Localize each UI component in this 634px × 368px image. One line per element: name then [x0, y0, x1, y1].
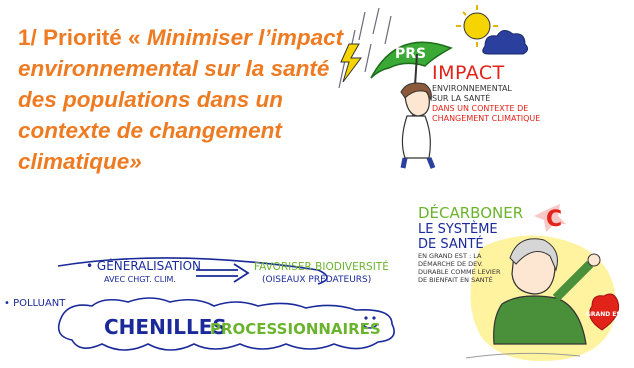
decarboner-title: DÉCARBONER	[418, 204, 524, 222]
generalisation-sub: AVEC CHGT. CLIM.	[104, 275, 176, 284]
decarboner-line-3: DE SANTÉ	[418, 237, 484, 252]
cloud-icon	[482, 30, 529, 55]
impact-line-3: DANS UN CONTEXTE DE CHANGEMENT CLIMATIQU…	[432, 104, 541, 123]
processionnaires-label: PROCESSIONNAIRES	[210, 320, 381, 338]
title-prefix: 1/ Priorité «	[18, 25, 147, 50]
umbrella-label: PRS	[395, 46, 426, 62]
chenilles-label: CHENILLES	[104, 315, 227, 339]
title-italic: Minimiser l’impact environnemental sur l…	[18, 25, 344, 174]
page-title: 1/ Priorité « Minimiser l’impact environ…	[18, 22, 348, 177]
umbrella-illustration: PRS	[338, 5, 529, 169]
decarboner-small: EN GRAND EST : LA DÉMARCHE DE DEV. DURAB…	[418, 252, 501, 284]
lightning-icon	[340, 43, 362, 83]
arrow-icon	[196, 263, 250, 283]
impact-text-block: IMPACT ENVIRONNEMENTAL SUR LA SANTÉ DANS…	[432, 62, 552, 124]
favoriser-sub: (OISEAUX PRÉDATEURS)	[262, 273, 371, 285]
impact-line-1: ENVIRONNEMENTAL	[432, 84, 512, 93]
region-badge: GRAND EST	[586, 311, 626, 318]
heart-badge-icon: GRAND EST	[586, 293, 626, 331]
decarboner-line-2: LE SYSTÈME	[418, 222, 498, 237]
processionnaires-diagram: • GÉNÉRALISATION AVEC CHGT. CLIM. FAVORI…	[4, 257, 395, 351]
favoriser-label: FAVORISER BIODIVERSITÉ	[254, 260, 389, 273]
generalisation-label: • GÉNÉRALISATION	[86, 258, 201, 273]
carbon-symbol: C	[546, 207, 562, 232]
impact-line-2: SUR LA SANTÉ	[432, 94, 491, 103]
carbon-icon: C	[534, 204, 566, 232]
smiley-icon	[361, 316, 379, 329]
polluant-label: • POLLUANT	[4, 298, 66, 309]
decarboner-illustration: C GRAND EST	[465, 204, 626, 362]
decarboner-text-block: DÉCARBONER LE SYSTÈME DE SANTÉ EN GRAND …	[418, 204, 528, 285]
sun-icon	[456, 5, 498, 47]
impact-heading: IMPACT	[432, 62, 505, 84]
